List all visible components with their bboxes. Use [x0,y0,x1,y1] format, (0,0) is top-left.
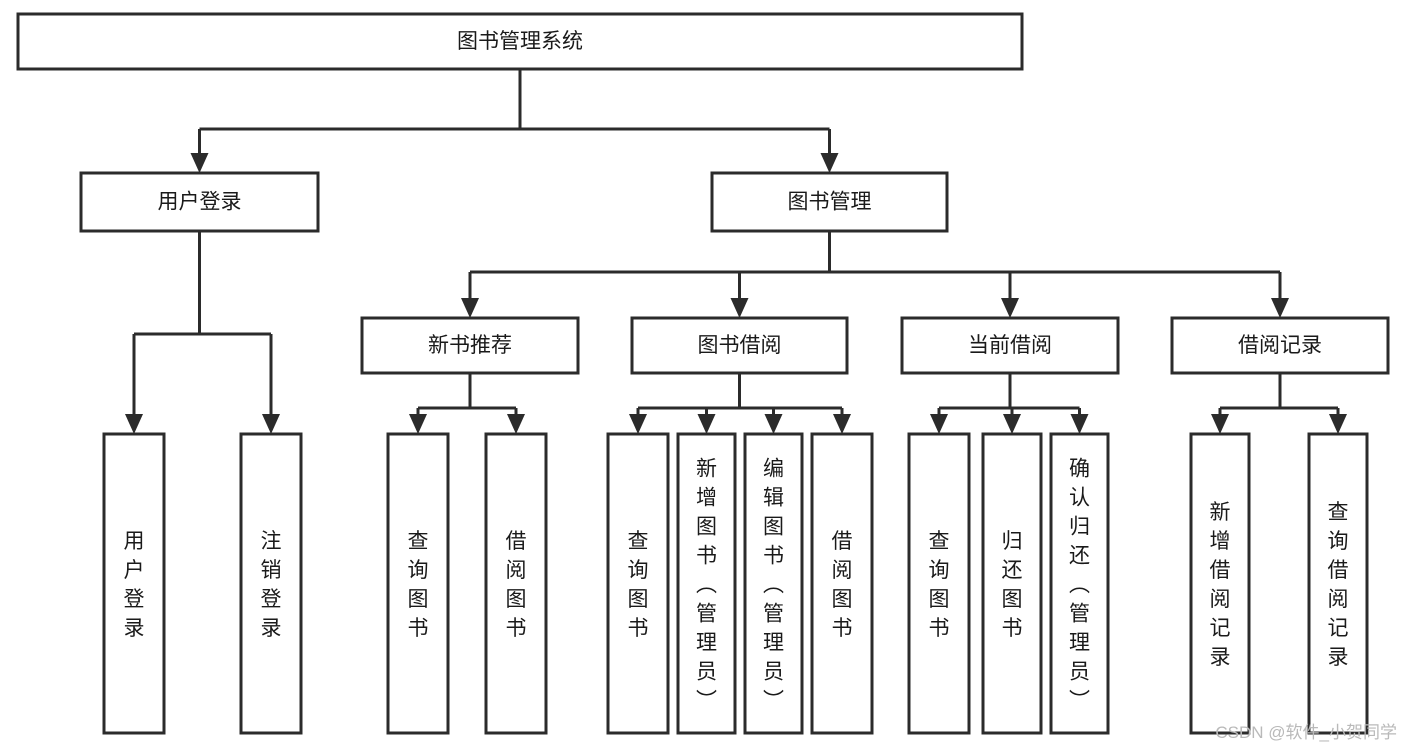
node-borrow-record[interactable]: 借阅记录 [1170,316,1390,375]
node-box[interactable] [900,316,1120,375]
node-box[interactable] [79,171,320,233]
node-box[interactable] [810,432,874,735]
arrow-head-icon [833,414,851,434]
node-label: 归还图书 [1002,530,1023,640]
arrow-head-icon [190,153,209,173]
connector-group [629,373,851,434]
arrow-head-icon [697,414,716,434]
node-label: 当前借阅 [968,334,1052,357]
node-leaf-return-book[interactable]: 归还图书 [981,432,1043,735]
arrow-head-icon [764,414,783,434]
arrow-head-icon [629,414,647,434]
node-label: 图书借阅 [698,334,782,357]
node-box[interactable] [981,432,1043,735]
node-box[interactable] [360,316,580,375]
node-box[interactable] [484,432,548,735]
node-current-borrow[interactable]: 当前借阅 [900,316,1120,375]
arrow-head-icon [1329,414,1347,434]
node-label: 用户登录 [158,191,242,214]
node-box[interactable] [710,171,949,233]
arrow-head-icon [262,414,280,434]
connector-group [930,373,1089,434]
node-label: 查询图书 [628,530,649,640]
node-box[interactable] [16,12,1024,71]
connector-group [409,373,525,434]
node-user-login[interactable]: 用户登录 [79,171,320,233]
node-leaf-query-book-2[interactable]: 查询图书 [606,432,670,735]
arrow-head-icon [1211,414,1229,434]
node-label: 编辑图书︵管理员︶ [763,458,784,713]
connector-layer [125,69,1347,434]
arrow-head-icon [930,414,948,434]
node-leaf-logout[interactable]: 注销登录 [239,432,303,735]
connector-group [190,69,839,173]
node-label: 新增图书︵管理员︶ [696,458,717,713]
arrow-head-icon [730,298,749,318]
node-leaf-query-book-1[interactable]: 查询图书 [386,432,450,735]
node-box[interactable] [1307,432,1369,735]
arrow-head-icon [409,414,427,434]
arrow-head-icon [1003,414,1021,434]
node-box[interactable] [606,432,670,735]
node-box[interactable] [907,432,971,735]
node-leaf-query-record[interactable]: 查询借阅记录 [1307,432,1369,735]
node-box[interactable] [743,432,804,735]
node-box[interactable] [676,432,737,735]
node-leaf-confirm-return[interactable]: 确认归还︵管理员︶ [1049,432,1110,735]
node-label: 注销登录 [261,530,282,640]
arrow-head-icon [1001,298,1019,318]
node-label: 图书管理 [788,191,872,214]
watermark-label: CSDN @软件_小贺同学 [1215,723,1397,742]
node-label: 借阅图书 [506,530,527,640]
node-leaf-user-login[interactable]: 用户登录 [102,432,166,735]
node-box[interactable] [239,432,303,735]
node-label: 查询图书 [929,530,950,640]
node-label: 确认归还︵管理员︶ [1069,458,1090,713]
node-leaf-add-record[interactable]: 新增借阅记录 [1189,432,1251,735]
node-box[interactable] [1049,432,1110,735]
node-label: 借阅记录 [1238,334,1322,357]
node-book-borrow[interactable]: 图书借阅 [630,316,849,375]
arrow-head-icon [507,414,525,434]
node-new-book-rec[interactable]: 新书推荐 [360,316,580,375]
connector-group [461,231,1289,318]
connector-group [1211,373,1347,434]
node-root[interactable]: 图书管理系统 [16,12,1024,71]
node-leaf-borrow-book-1[interactable]: 借阅图书 [484,432,548,735]
node-box[interactable] [630,316,849,375]
arrow-head-icon [1070,414,1089,434]
node-leaf-add-book[interactable]: 新增图书︵管理员︶ [676,432,737,735]
node-label: 新书推荐 [428,334,512,357]
node-label: 新增借阅记录 [1210,501,1231,669]
node-label: 借阅图书 [832,530,853,640]
node-leaf-borrow-book-2[interactable]: 借阅图书 [810,432,874,735]
node-book-manage[interactable]: 图书管理 [710,171,949,233]
node-label: 用户登录 [124,530,145,640]
arrow-head-icon [461,298,479,318]
arrow-head-icon [820,153,839,173]
node-box[interactable] [102,432,166,735]
node-label: 图书管理系统 [457,30,583,53]
node-box[interactable] [1170,316,1390,375]
node-leaf-query-book-3[interactable]: 查询图书 [907,432,971,735]
arrow-head-icon [125,414,143,434]
node-box[interactable] [386,432,450,735]
arrow-head-icon [1271,298,1289,318]
node-label: 查询借阅记录 [1328,501,1349,669]
node-box[interactable] [1189,432,1251,735]
node-label: 查询图书 [408,530,429,640]
node-leaf-edit-book[interactable]: 编辑图书︵管理员︶ [743,432,804,735]
connector-group [125,231,280,434]
